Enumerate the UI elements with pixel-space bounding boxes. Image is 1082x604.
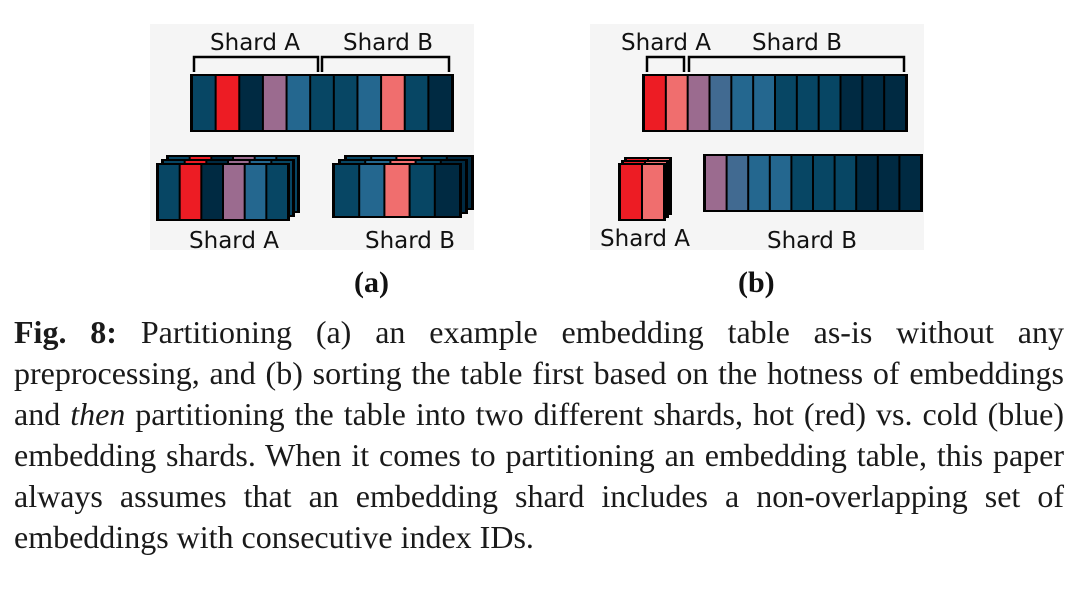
panel-b: Shard A Shard B Shard A Shard B bbox=[600, 30, 923, 254]
panel-b-table-embedding-cell bbox=[732, 76, 753, 130]
panel-b-shard-b-embedding-cell bbox=[727, 156, 748, 210]
panel-a-table-embedding-cell bbox=[240, 76, 262, 130]
panel-b-shard-a-stack bbox=[618, 157, 672, 221]
panel-b-shard-b-embedding-cell bbox=[792, 156, 812, 210]
panel-a-label: (a) bbox=[354, 266, 389, 299]
panel-a-shard-b-layer-0-embedding-cell bbox=[335, 165, 359, 216]
panel-b-top-shard-a-label: Shard A bbox=[621, 30, 711, 56]
panel-a-shard-b-layer-0-embedding-cell bbox=[385, 165, 409, 216]
panel-b-shard-b-bracket bbox=[687, 55, 906, 72]
panel-b-shard-b-embedding-cell bbox=[706, 156, 726, 210]
panel-a-shard-a-bracket bbox=[192, 55, 320, 72]
panel-a-table-embedding-cell bbox=[193, 76, 215, 130]
figure-caption: Fig. 8: Partitioning (a) an example embe… bbox=[14, 312, 1064, 558]
panel-b-table-embedding-cell bbox=[841, 76, 862, 130]
panel-a-bottom-shard-a-label: Shard A bbox=[189, 228, 279, 254]
panel-b-shard-b-embedding-cell bbox=[857, 156, 877, 210]
panel-b-table-embedding-cell bbox=[797, 76, 818, 130]
caption-text-part-2: partitioning the table into two differen… bbox=[14, 396, 1065, 555]
panel-a-shard-a-layer-0-embedding-cell bbox=[224, 165, 244, 219]
panel-b-shard-b-embedding-cell bbox=[900, 156, 920, 210]
panel-a-shard-a-layer-0-embedding-cell bbox=[245, 165, 266, 219]
panel-a-shard-a-stack bbox=[156, 155, 300, 221]
panel-b-table-embedding-cell bbox=[885, 76, 905, 130]
panel-b-shard-b-block bbox=[703, 154, 923, 212]
panel-a-table-embedding-cell bbox=[382, 76, 404, 130]
panel-a-shard-a-layer-0-embedding-cell bbox=[267, 165, 287, 219]
panel-a-table-embedding-cell bbox=[263, 76, 286, 130]
panel-a-table-embedding-cell bbox=[405, 76, 428, 130]
figure-diagram: Shard A Shard B Shard A Shard B Shard A … bbox=[150, 24, 924, 254]
panel-b-bottom-shard-b-label: Shard B bbox=[767, 228, 857, 254]
caption-emphasis: then bbox=[70, 396, 126, 432]
panel-b-shard-b-embedding-cell bbox=[749, 156, 769, 210]
panel-a-shard-b-stack bbox=[332, 155, 474, 218]
panel-a-shard-a-layer-0-embedding-cell bbox=[202, 165, 222, 219]
panel-b-shard-b-embedding-cell bbox=[814, 156, 834, 210]
panel-a-shard-b-layer-0-embedding-cell bbox=[435, 165, 459, 216]
panel-a-table-embedding-cell bbox=[287, 76, 310, 130]
panel-a-table-embedding-cell bbox=[311, 76, 333, 130]
panel-b-table-embedding-cell bbox=[688, 76, 709, 130]
panel-a-embedding-table bbox=[190, 74, 454, 132]
panel-a-shard-b-bracket bbox=[320, 55, 451, 72]
caption-figure-label: Fig. 8: bbox=[14, 314, 117, 350]
panel-b-shard-a-layer-0-embedding-cell bbox=[643, 165, 663, 219]
panel-b-table-embedding-cell bbox=[819, 76, 840, 130]
panel-a: Shard A Shard B Shard A Shard B bbox=[156, 30, 474, 254]
panel-a-shard-a-layer-0-embedding-cell bbox=[180, 165, 201, 219]
caption-text-part-1: Partitioning (a) an example embedding ta… bbox=[14, 314, 1065, 432]
panel-a-shard-b-layer-0-embedding-cell bbox=[360, 165, 384, 216]
panel-a-table-embedding-cell bbox=[358, 76, 381, 130]
panel-a-top-shard-a-label: Shard A bbox=[210, 30, 300, 56]
panel-b-table-embedding-cell bbox=[710, 76, 731, 130]
panel-b-top-shard-b-label: Shard B bbox=[752, 30, 842, 56]
panel-b-shard-a-bracket bbox=[645, 55, 686, 72]
panel-b-table-embedding-cell bbox=[645, 76, 665, 130]
panel-a-bottom-shard-b-label: Shard B bbox=[365, 228, 455, 254]
panel-b-shard-b-embedding-cell bbox=[835, 156, 856, 210]
panel-a-shard-a-layer-0-embedding-cell bbox=[159, 165, 179, 219]
panel-b-shard-a-layer-0-embedding-cell bbox=[621, 165, 641, 219]
panel-a-table-embedding-cell bbox=[334, 76, 357, 130]
panel-a-shard-b-layer-0-embedding-cell bbox=[410, 165, 434, 216]
panel-a-table-embedding-cell bbox=[216, 76, 239, 130]
panel-a-top-shard-b-label: Shard B bbox=[343, 30, 433, 56]
panel-a-table-embedding-cell bbox=[429, 76, 451, 130]
panel-b-embedding-table bbox=[642, 74, 908, 132]
panel-b-table-embedding-cell bbox=[776, 76, 796, 130]
panel-b-table-embedding-cell bbox=[666, 76, 687, 130]
panel-b-label: (b) bbox=[738, 266, 775, 299]
panel-b-table-embedding-cell bbox=[754, 76, 774, 130]
panel-b-shard-b-embedding-cell bbox=[770, 156, 791, 210]
panel-b-shard-b-embedding-cell bbox=[878, 156, 899, 210]
panel-b-table-embedding-cell bbox=[863, 76, 884, 130]
panel-b-bottom-shard-a-label: Shard A bbox=[600, 226, 690, 252]
